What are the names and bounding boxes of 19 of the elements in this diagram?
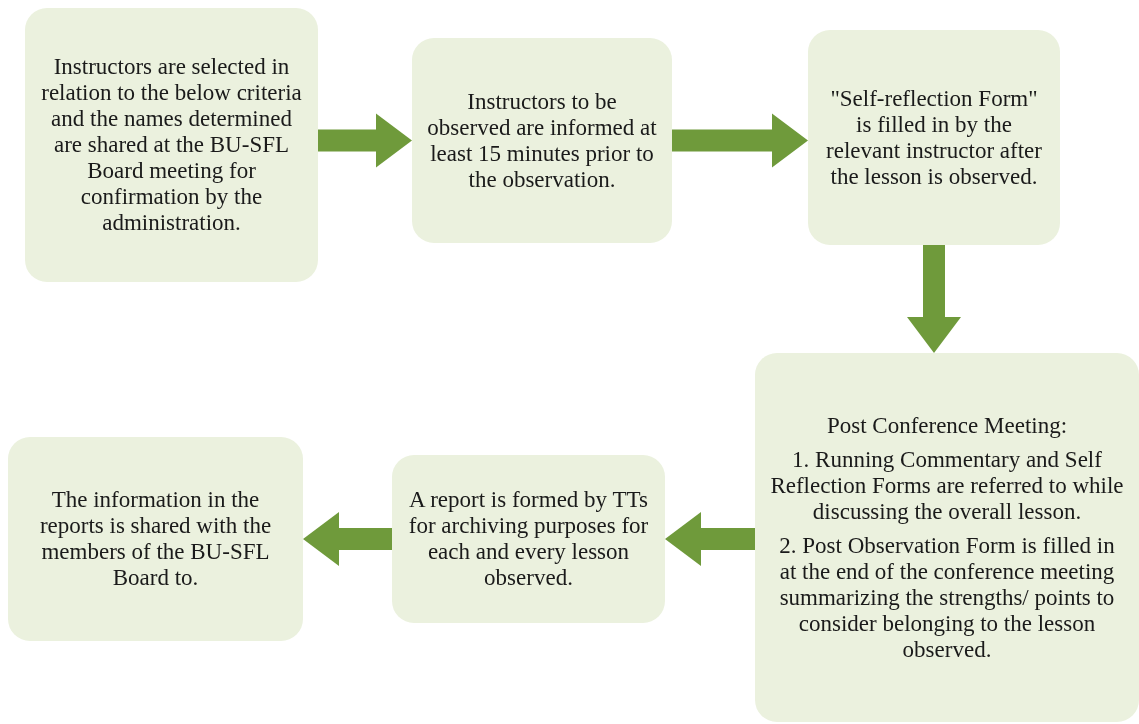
step-text: Instructors are selected in relation to the below criteria and the names determined are shared at the BU-SFL Board meeting for confirmation by the administration. [40,54,303,236]
box-heading: Post Conference Meeting: [826,412,1068,439]
step-text: The information in the reports is shared with the members of the BU-SFL Board to. [38,487,273,591]
process-box [412,38,672,243]
process-box [755,353,1139,722]
block-arrow [672,113,808,168]
process-box [8,437,303,641]
process-box [808,30,1060,245]
step-text: "Self-reflection Form" is filled in by the relevant instructor after the lesson is observed. [825,85,1043,190]
process-box [392,455,665,623]
step-text: A report is formed by TTs for archiving purposes for each and every lesson observed. [407,487,650,591]
block-arrow [318,113,412,168]
process-box [25,8,318,282]
step-text: 1. Running Commentary and Self Reflection Forms are referred to while discussing the overall lesson. [769,446,1125,525]
block-arrow [303,512,392,566]
step-text: Instructors to be observed are informed at least 15 minutes prior to the observation. [426,88,658,193]
block-arrow [907,245,961,353]
step-text: 2. Post Observation Form is filled in at the end of the conference meeting summarizing the strengths/ points to consider belonging to the lesson observed. [778,532,1116,663]
block-arrow [665,512,755,566]
